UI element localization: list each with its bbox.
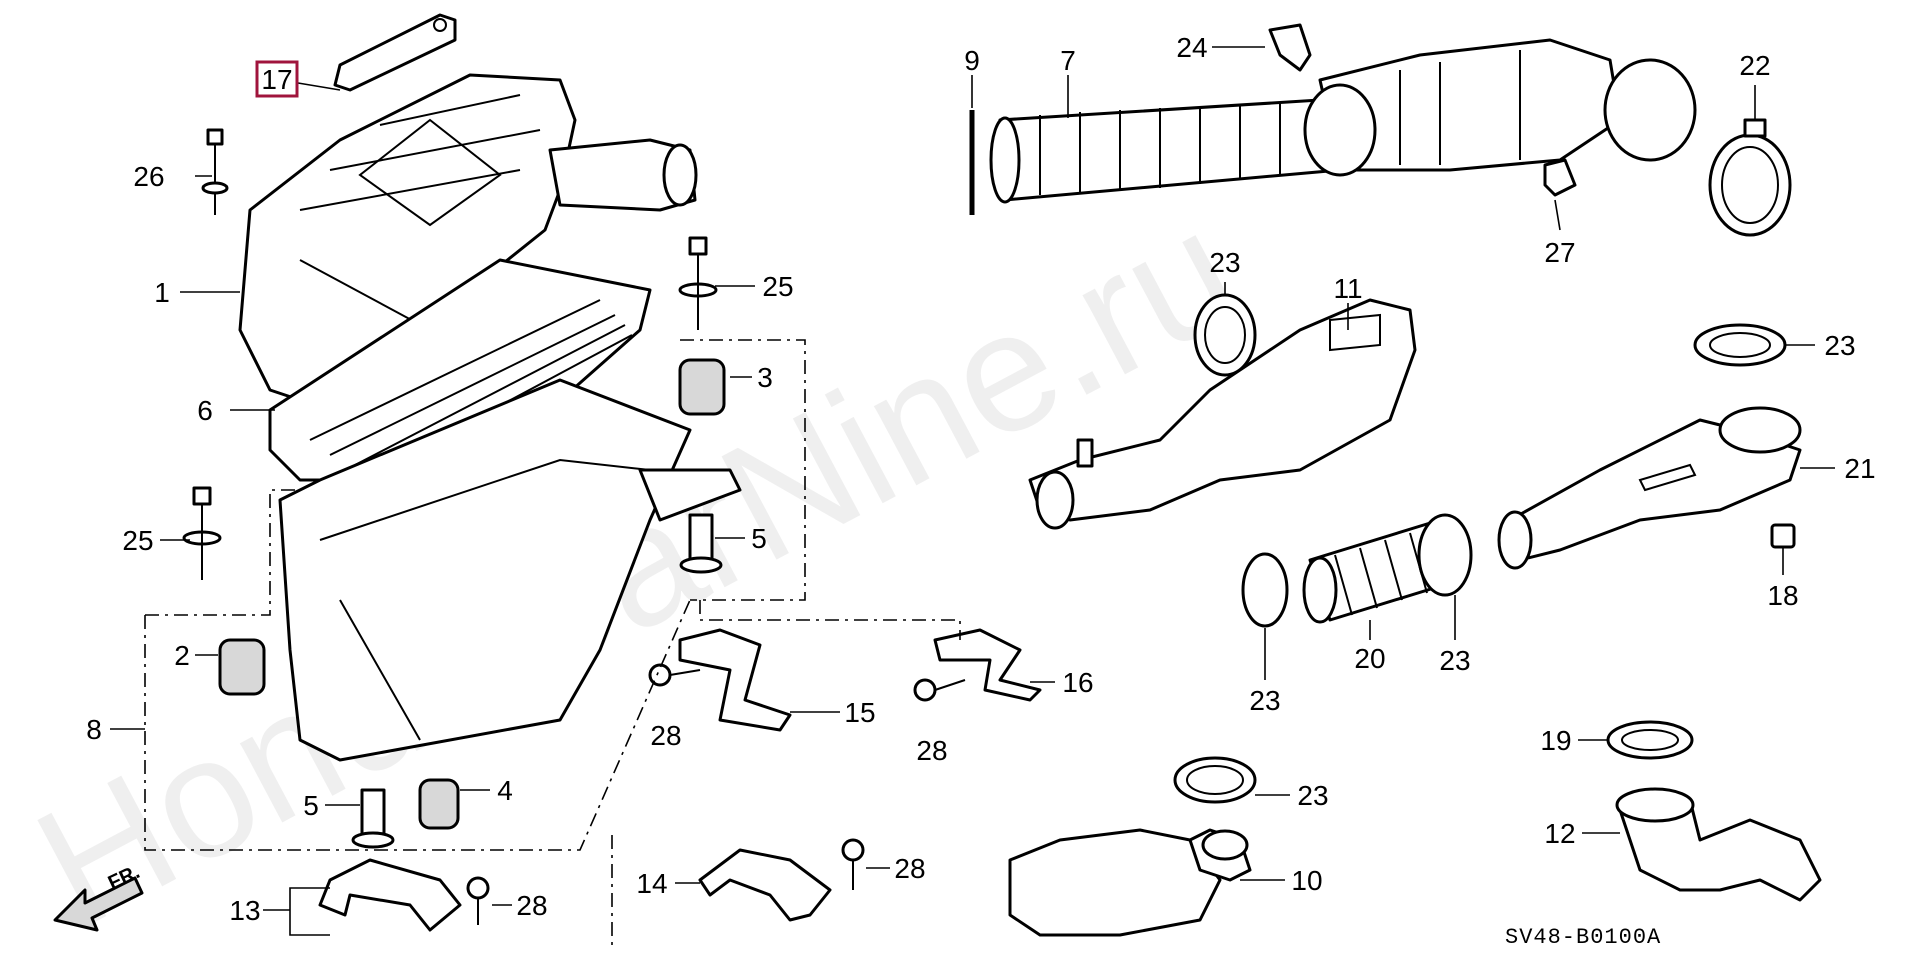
intake-duct-7[interactable] bbox=[989, 98, 1342, 204]
connector-24[interactable] bbox=[1268, 23, 1312, 72]
callout-17-highlight bbox=[255, 60, 299, 98]
callout-26[interactable]: 26 bbox=[133, 161, 164, 192]
tube-12[interactable] bbox=[1615, 787, 1822, 902]
callout-25-lower[interactable]: 25 bbox=[122, 525, 153, 556]
callout-28-d[interactable]: 28 bbox=[894, 853, 925, 884]
callout-14[interactable]: 14 bbox=[636, 868, 667, 899]
leader-27 bbox=[1554, 199, 1561, 231]
callout-22[interactable]: 22 bbox=[1739, 50, 1770, 81]
callout-21[interactable]: 21 bbox=[1844, 453, 1875, 484]
clip-18[interactable] bbox=[1770, 523, 1796, 549]
leader-13 bbox=[263, 887, 330, 936]
bracket-14[interactable] bbox=[698, 848, 832, 922]
collar-5-upper[interactable] bbox=[679, 513, 723, 574]
air-intake-duct-11[interactable] bbox=[1028, 298, 1417, 530]
group-line-3 bbox=[680, 339, 806, 601]
callout-11[interactable]: 11 bbox=[1333, 273, 1362, 304]
callout-23-upper[interactable]: 23 bbox=[1209, 247, 1240, 278]
bolt-28-d[interactable] bbox=[841, 838, 865, 890]
callout-2[interactable]: 2 bbox=[174, 640, 190, 671]
bolt-28-a[interactable] bbox=[648, 663, 701, 687]
air-cleaner-case[interactable] bbox=[278, 378, 742, 762]
air-duct-21[interactable] bbox=[1497, 406, 1802, 570]
callout-25-upper[interactable]: 25 bbox=[762, 271, 793, 302]
callout-15[interactable]: 15 bbox=[844, 697, 875, 728]
diagram-code: SV48-B0100A bbox=[1505, 925, 1661, 950]
bracket-16[interactable] bbox=[933, 628, 1042, 702]
bracket-15[interactable] bbox=[678, 628, 792, 732]
air-cleaner-cover[interactable] bbox=[238, 73, 698, 412]
callout-28-b[interactable]: 28 bbox=[916, 735, 947, 766]
callout-16[interactable]: 16 bbox=[1062, 667, 1093, 698]
callout-5-lower[interactable]: 5 bbox=[303, 790, 319, 821]
group-line-8 bbox=[144, 489, 691, 851]
callout-17[interactable]: 17 bbox=[261, 64, 292, 95]
rubber-mount-3[interactable] bbox=[678, 358, 726, 416]
callout-19[interactable]: 19 bbox=[1540, 725, 1571, 756]
group-line-15-16 bbox=[699, 600, 961, 640]
clamp-23-upper[interactable] bbox=[1193, 293, 1257, 377]
clip-27[interactable] bbox=[1543, 158, 1577, 197]
callout-18[interactable]: 18 bbox=[1767, 580, 1798, 611]
bolt-28-b[interactable] bbox=[913, 678, 966, 702]
callout-28-a[interactable]: 28 bbox=[650, 720, 681, 751]
clamp-23-mid[interactable] bbox=[1417, 513, 1473, 597]
callout-23-mid[interactable]: 23 bbox=[1439, 645, 1470, 676]
callout-28-c[interactable]: 28 bbox=[516, 890, 547, 921]
rubber-mount-2[interactable] bbox=[218, 638, 266, 696]
resonator-chamber-7[interactable] bbox=[1303, 38, 1697, 177]
callout-24[interactable]: 24 bbox=[1176, 32, 1207, 63]
collar-5-lower[interactable] bbox=[351, 788, 395, 849]
bolt-25-upper[interactable] bbox=[678, 236, 718, 330]
bolt-26[interactable] bbox=[201, 128, 229, 215]
callout-20[interactable]: 20 bbox=[1354, 643, 1385, 674]
callout-23-left[interactable]: 23 bbox=[1249, 685, 1280, 716]
callout-8[interactable]: 8 bbox=[86, 714, 102, 745]
air-cleaner-label[interactable] bbox=[333, 13, 457, 92]
callout-9[interactable]: 9 bbox=[964, 45, 980, 76]
clamp-19[interactable] bbox=[1606, 720, 1694, 760]
callout-10[interactable]: 10 bbox=[1291, 865, 1322, 896]
clamp-23-left[interactable] bbox=[1241, 552, 1289, 628]
leader-17 bbox=[297, 82, 341, 91]
callout-23-right[interactable]: 23 bbox=[1824, 330, 1855, 361]
callout-7[interactable]: 7 bbox=[1060, 45, 1076, 76]
label-hole bbox=[433, 18, 447, 32]
callout-4[interactable]: 4 bbox=[497, 775, 513, 806]
resonator-10[interactable] bbox=[1008, 828, 1252, 937]
callout-1[interactable]: 1 bbox=[154, 277, 170, 308]
rubber-mount-4[interactable] bbox=[418, 778, 460, 830]
callout-5-upper[interactable]: 5 bbox=[751, 523, 767, 554]
clamp-22[interactable] bbox=[1708, 118, 1792, 237]
bolt-25-lower[interactable] bbox=[182, 486, 222, 580]
callout-3[interactable]: 3 bbox=[757, 362, 773, 393]
bracket-13[interactable] bbox=[318, 858, 462, 932]
callout-23-lower[interactable]: 23 bbox=[1297, 780, 1328, 811]
clamp-23-lower[interactable] bbox=[1173, 756, 1257, 804]
callout-6[interactable]: 6 bbox=[197, 395, 213, 426]
callout-27[interactable]: 27 bbox=[1544, 237, 1575, 268]
clamp-23-right[interactable] bbox=[1693, 323, 1787, 367]
bolt-28-c[interactable] bbox=[466, 876, 490, 925]
callout-12[interactable]: 12 bbox=[1544, 818, 1575, 849]
callout-13[interactable]: 13 bbox=[229, 895, 260, 926]
